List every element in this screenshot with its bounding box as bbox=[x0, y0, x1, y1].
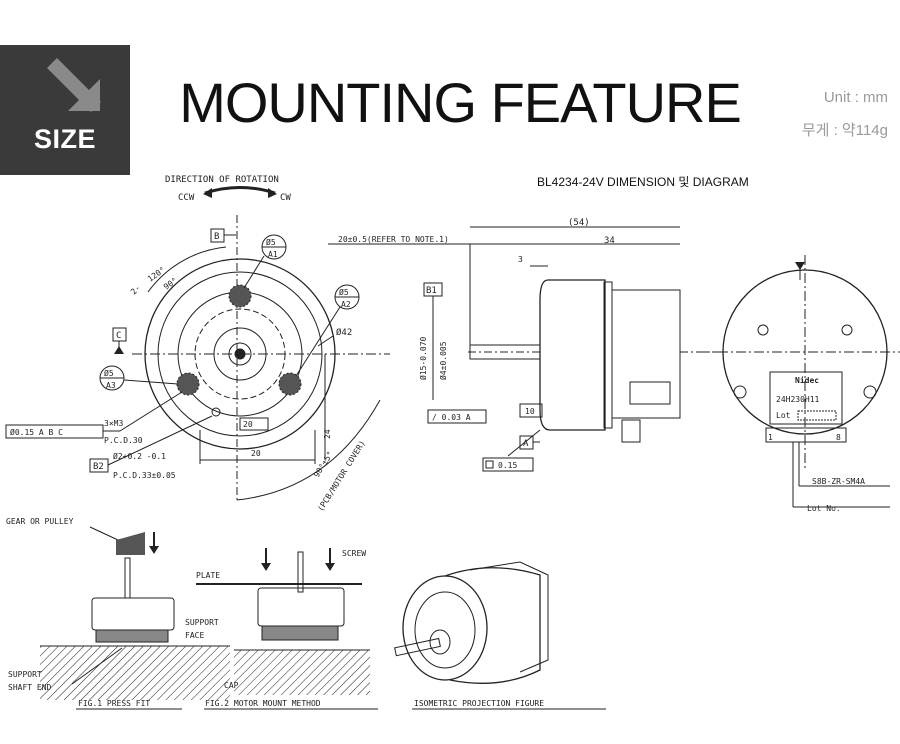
dim-3: 3 bbox=[518, 255, 523, 264]
fig2-mount-method: PLATE SCREW SUPPORT FACE CAP FIG.2 MOTOR… bbox=[185, 548, 378, 710]
plate-label: PLATE bbox=[196, 571, 220, 580]
dia-42-label: Ø42 bbox=[336, 327, 352, 338]
shaft-note: 20±0.5(REFER TO NOTE.1) bbox=[338, 235, 449, 244]
lot-no-label: Lot No. bbox=[807, 504, 841, 513]
arrow-down-icon bbox=[149, 546, 159, 554]
connector-housing bbox=[765, 427, 847, 443]
label-lot: Lot bbox=[776, 411, 791, 420]
datum-a-label: A bbox=[523, 439, 529, 449]
size-badge bbox=[0, 45, 130, 175]
pin-8: 8 bbox=[836, 433, 841, 442]
runout-frame: / 0.03 A bbox=[432, 413, 471, 422]
dim-90: 90° bbox=[162, 276, 179, 292]
dim-10: 10 bbox=[525, 407, 535, 416]
hole-a1-dia: Ø5 bbox=[266, 237, 276, 247]
connector-part: S8B-ZR-SM4A bbox=[812, 477, 865, 486]
gear-label: GEAR OR PULLEY bbox=[6, 517, 74, 526]
support-face-label: SUPPORT bbox=[185, 618, 219, 627]
dim-24: 24 bbox=[323, 429, 332, 439]
shaft-dia-a: Ø15-0.070 bbox=[418, 336, 428, 380]
size-badge-label: SIZE bbox=[33, 124, 96, 154]
datum-b2-label: B2 bbox=[93, 462, 104, 472]
pcd-pin: P.C.D.33±0.05 bbox=[113, 471, 176, 480]
isometric-view: ISOMETRIC PROJECTION FIGURE bbox=[394, 561, 606, 710]
label-code: 24H230H11 bbox=[776, 395, 820, 404]
fig3-caption: ISOMETRIC PROJECTION FIGURE bbox=[414, 699, 544, 708]
gear-pulley-icon bbox=[116, 532, 145, 555]
hole-a2-dia: Ø5 bbox=[339, 287, 349, 297]
pin-dia: Ø2+0.2 -0.1 bbox=[113, 451, 166, 461]
label-brand: Nidec bbox=[795, 375, 819, 385]
tolerance-frame-text: Ø0.15 A B C bbox=[10, 427, 63, 437]
rear-view: Nidec 24H230H11 Lot 1 8 S8B-ZR-SM4A Lot … bbox=[700, 255, 900, 513]
screw-callout: 3×M3 bbox=[104, 419, 123, 428]
hole-a3-dia: Ø5 bbox=[104, 368, 114, 378]
cover-angle: 90°±5° bbox=[312, 450, 335, 479]
unit-note: Unit : mm bbox=[823, 89, 888, 106]
dim-54: (54) bbox=[568, 218, 590, 228]
iso-shaft bbox=[394, 637, 441, 657]
support-shaft-label: SUPPORT bbox=[8, 670, 42, 679]
support-shaft-end-label: SHAFT END bbox=[8, 683, 52, 692]
fig1-press-fit: GEAR OR PULLEY SUPPORT SHAFT END FIG.1 P… bbox=[6, 517, 230, 710]
dim-2x: 2- bbox=[129, 283, 142, 296]
rotation-title: DIRECTION OF ROTATION bbox=[165, 175, 279, 185]
dim-20-bottom: 20 bbox=[251, 449, 261, 458]
hole-a3-label: A3 bbox=[106, 381, 116, 390]
motor-can bbox=[539, 279, 606, 431]
rotation-arrow bbox=[204, 186, 276, 195]
product-label bbox=[769, 371, 843, 425]
dim-20-top: 20 bbox=[243, 420, 253, 429]
front-view: DIRECTION OF ROTATION CCW CW B Ø5 A1 bbox=[5, 175, 390, 513]
flatness-frame: 0.15 bbox=[498, 461, 517, 470]
cover-note: (PCB/MOTOR COVER) bbox=[316, 439, 367, 513]
side-view: (54) 34 20±0.5(REFER TO NOTE.1) 3 B1 Ø15… bbox=[328, 218, 805, 472]
datum-b1-label: B1 bbox=[426, 286, 437, 296]
pin-hole bbox=[211, 407, 221, 417]
fig1-caption: FIG.1 PRESS FIT bbox=[78, 699, 150, 708]
dim-120: 120° bbox=[146, 265, 167, 283]
fig1-motor-body bbox=[91, 597, 175, 631]
datum-b-label: B bbox=[214, 232, 219, 242]
hole-a1-label: A1 bbox=[268, 250, 278, 259]
hole-a1 bbox=[228, 284, 252, 308]
weight-note: 무게 : 약114g bbox=[801, 122, 888, 139]
hole-a2 bbox=[278, 372, 302, 396]
fig2-caption: FIG.2 MOTOR MOUNT METHOD bbox=[205, 699, 321, 708]
shaft-dia-b: Ø4±0.005 bbox=[438, 341, 448, 380]
rear-housing bbox=[722, 269, 888, 435]
screw-label: SCREW bbox=[342, 549, 366, 558]
fig2-motor-body bbox=[257, 587, 345, 627]
hole-a2-label: A2 bbox=[341, 300, 351, 309]
arrow-down-right-icon bbox=[47, 58, 101, 112]
page-title: MOUNTING FEATURE bbox=[179, 71, 742, 134]
diagram-subtitle: BL4234-24V DIMENSION 및 DIAGRAM bbox=[537, 175, 749, 189]
support-face-label-2: FACE bbox=[185, 631, 204, 640]
dim-34: 34 bbox=[604, 236, 615, 246]
motor-shaft bbox=[469, 344, 541, 360]
ccw-label: CCW bbox=[178, 193, 195, 203]
datum-c-label: C bbox=[116, 331, 121, 341]
hole-a3 bbox=[176, 372, 200, 396]
cap-label: CAP bbox=[224, 681, 239, 690]
pin-1: 1 bbox=[768, 433, 773, 442]
cw-label: CW bbox=[280, 193, 291, 203]
pcd-30: P.C.D.30 bbox=[104, 436, 143, 445]
